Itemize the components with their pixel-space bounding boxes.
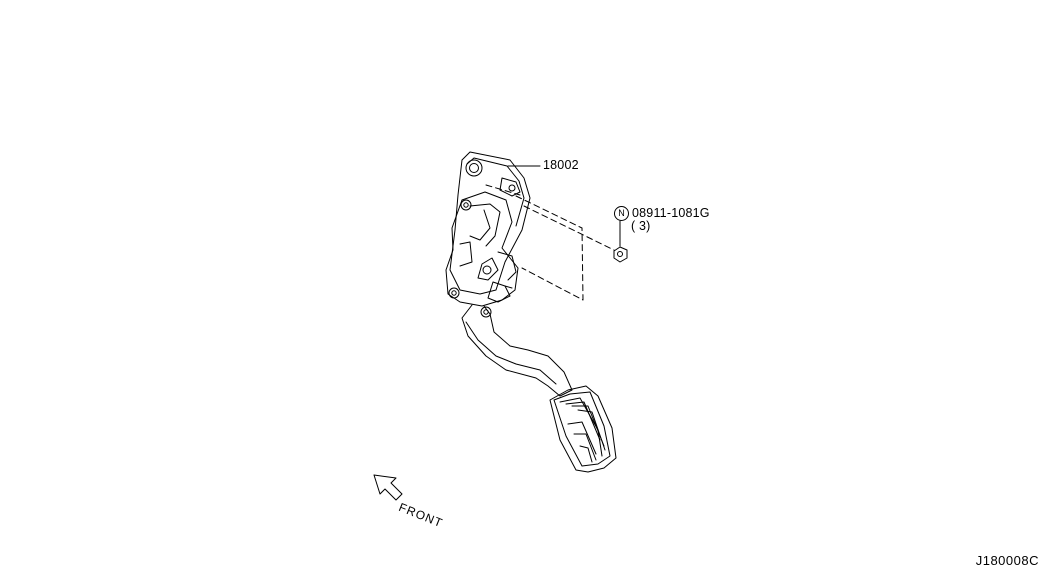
part-number-bolt: 08911-1081G [632,206,710,220]
pedal-pad [549,385,617,473]
pedal-housing [445,191,519,307]
hex-nut-icon [613,246,628,263]
diagram-code: J180008C [975,553,1039,568]
bolt-left [448,287,460,299]
n-symbol-badge: N [614,206,629,221]
installation-lines [485,184,615,301]
leader-lines [507,165,621,247]
part-number-18002: 18002 [543,158,579,172]
front-arrow-icon [373,474,403,501]
pedal-arm [461,304,573,397]
housing-bolts [448,199,492,318]
bolt-top [460,199,472,211]
part-quantity: ( 3) [631,219,651,233]
